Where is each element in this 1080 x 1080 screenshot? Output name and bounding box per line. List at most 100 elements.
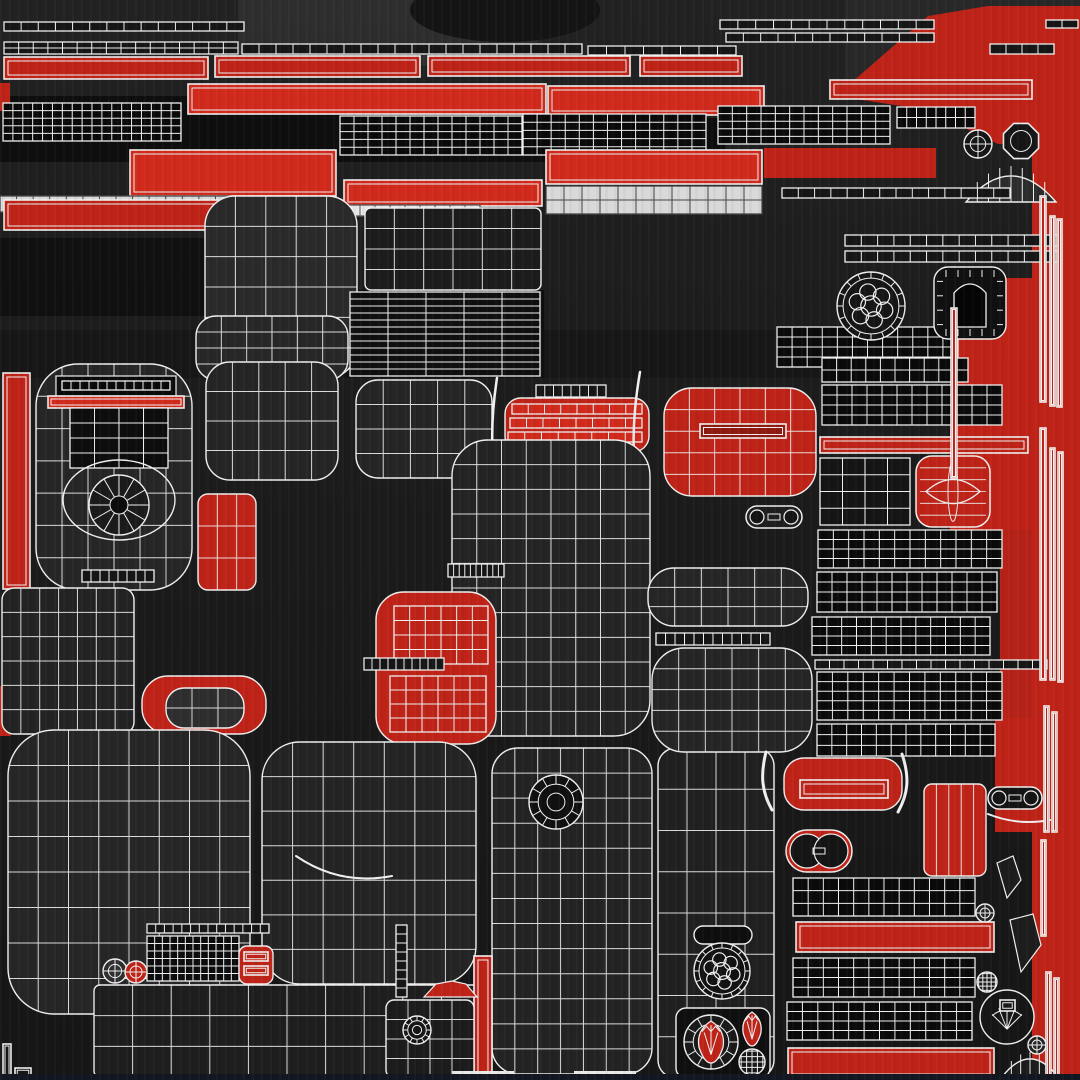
red-sill-strip	[3, 56, 209, 80]
red-sill-bar	[795, 921, 995, 953]
kite-shard	[996, 855, 1022, 900]
red-rail-bar	[819, 436, 1029, 454]
rail-strip	[1057, 451, 1064, 683]
trim-strip	[781, 187, 1011, 199]
mini-dial	[975, 903, 995, 923]
vent-grille	[896, 106, 976, 129]
buckle-panel	[385, 999, 475, 1079]
rail-strip	[950, 307, 958, 479]
speaker-grille	[817, 529, 1003, 569]
crest-badge	[697, 1020, 725, 1064]
trim-strip	[989, 43, 1055, 55]
trim-strip	[655, 632, 771, 646]
red-field-door-top	[995, 718, 1040, 832]
console-grid	[819, 457, 911, 526]
vseg-strip	[395, 924, 408, 998]
red-pillar-strip	[2, 372, 31, 590]
door-card-panel	[261, 741, 477, 985]
octagon-cap	[1002, 122, 1040, 160]
red-sill-strip	[187, 83, 547, 115]
rail-strip	[1049, 215, 1056, 407]
red-sill-strip	[214, 55, 421, 78]
bracket-rail	[896, 752, 909, 814]
door-pull	[987, 786, 1043, 810]
headrest-wire	[389, 675, 487, 733]
speaker-cone	[528, 774, 584, 830]
seatback-main	[651, 647, 813, 753]
arch-hill	[1000, 1052, 1060, 1078]
door-handle-curve	[295, 855, 393, 880]
bg-patch-top-dark	[410, 0, 600, 42]
glossy-panel	[364, 207, 542, 291]
bright-strip	[545, 185, 763, 215]
trim-strip	[844, 234, 1058, 247]
bracket-rail	[761, 750, 774, 812]
switch-bar	[243, 965, 269, 976]
red-rail-strip	[509, 417, 643, 429]
red-trim-bar	[764, 148, 936, 178]
mini-dial	[1027, 1035, 1047, 1055]
rail-strip	[1051, 711, 1058, 833]
kite-shard	[1009, 913, 1042, 974]
door-upper-panel	[1, 587, 135, 735]
louver-panel	[349, 291, 541, 377]
rail-strip	[1045, 971, 1052, 1077]
gear-knob	[693, 942, 751, 1000]
trim-strip	[844, 250, 1058, 263]
dial-red	[124, 960, 148, 984]
speaker-grille	[821, 357, 969, 383]
cluster-screen	[69, 407, 169, 469]
rail-strip	[1039, 427, 1047, 681]
mesh-cap	[738, 1048, 766, 1076]
red-curtain	[923, 783, 987, 877]
speaker-grille	[792, 957, 976, 998]
rail-strip	[1039, 195, 1047, 403]
dial-gray	[102, 958, 128, 984]
knob-dial	[963, 129, 993, 159]
mini-strip	[2, 1043, 12, 1079]
speaker-grille	[816, 723, 996, 757]
tower-cap	[693, 925, 753, 945]
mini-plate	[999, 999, 1016, 1012]
wheel-rim-piece	[165, 687, 245, 729]
speaker-grille	[811, 616, 991, 656]
trim-strip	[3, 41, 239, 55]
bottom-bar	[0, 1074, 1080, 1080]
trim-strip	[241, 43, 583, 55]
rail-strip	[1053, 977, 1060, 1077]
rail-strip	[1040, 839, 1047, 937]
buckle-ring	[402, 1015, 432, 1045]
armrest-pill	[785, 829, 853, 873]
trim-strip	[3, 21, 245, 32]
red-arch-piece	[422, 980, 479, 998]
red-trim-bar	[129, 149, 337, 197]
rail-strip	[1056, 218, 1063, 408]
red-sill-bar	[787, 1047, 995, 1079]
cluster-footer	[81, 569, 155, 583]
bg-shadow-3	[0, 238, 220, 316]
red-sill-strip	[829, 79, 1033, 100]
vent-grille	[2, 102, 182, 142]
rail-strip	[1049, 447, 1056, 681]
trim-strip	[725, 32, 935, 43]
micro-strip	[363, 657, 445, 671]
red-trim-bar	[545, 149, 763, 185]
trim-strip	[587, 45, 737, 56]
crest-badge	[742, 1011, 762, 1047]
micro-strip	[447, 563, 505, 578]
speaker-grille	[786, 1001, 973, 1041]
seatback-top	[647, 567, 809, 627]
seat-slot	[699, 423, 787, 439]
trim-strip	[719, 19, 935, 30]
speaker-grille	[816, 671, 1003, 721]
visor-panel	[355, 379, 493, 479]
switch-strip	[146, 923, 270, 934]
cluster-ring	[62, 459, 176, 541]
red-rail-strip	[511, 403, 643, 415]
vent-grille	[522, 113, 707, 156]
switch-bar	[243, 951, 269, 962]
vent-strip	[799, 779, 889, 799]
vent-grille	[339, 115, 523, 156]
